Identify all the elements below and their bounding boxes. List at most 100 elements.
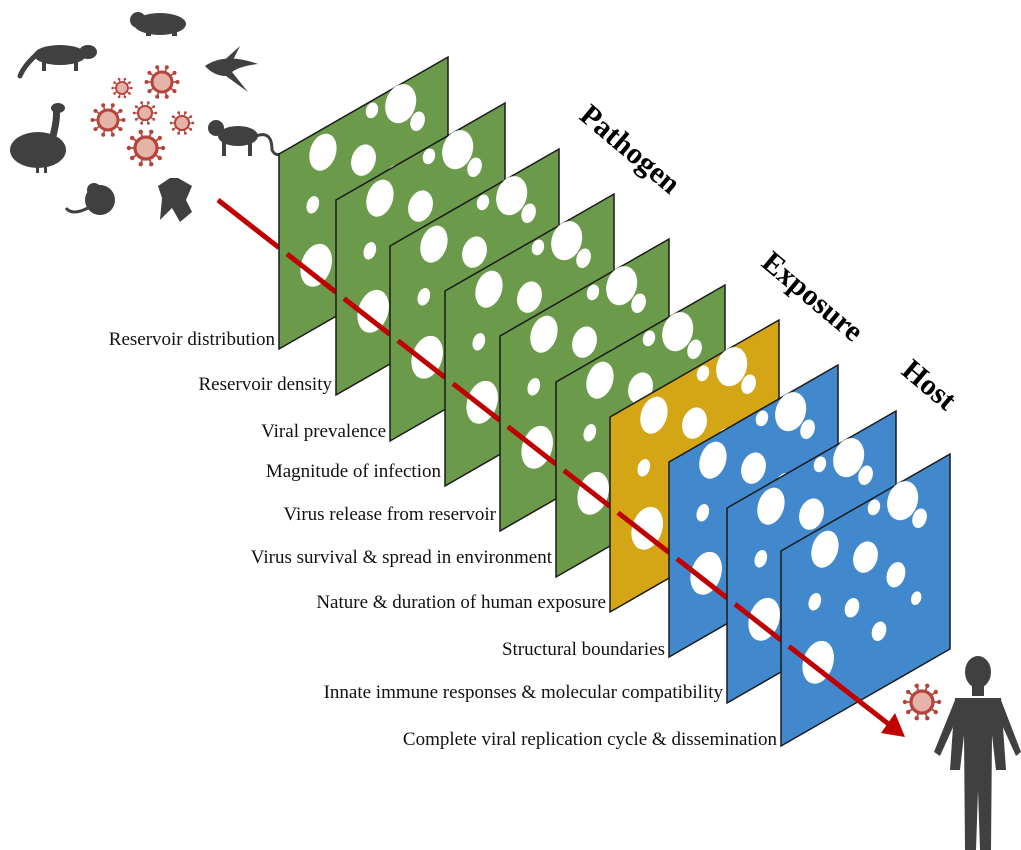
transmission-path-segment [396, 338, 447, 380]
layer-hole [871, 621, 887, 641]
layer-hole [496, 176, 528, 216]
layer-hole [833, 438, 865, 478]
virus-icon [169, 111, 195, 135]
layer-hole [910, 591, 922, 606]
transmission-path-segment [733, 602, 783, 643]
layer-10 [780, 452, 951, 748]
rat-icon [64, 183, 115, 215]
layer-hole [363, 242, 377, 260]
civet-icon [17, 45, 97, 79]
layer-hole [422, 148, 436, 165]
layer-hole [853, 541, 878, 573]
layer-hole [408, 190, 433, 222]
layer-hole [867, 499, 881, 516]
human-host [902, 656, 1021, 850]
transmission-path-segment [562, 468, 612, 509]
virus-icon [111, 77, 133, 99]
layer-hole [357, 289, 389, 333]
layer-hole [696, 504, 710, 522]
layer-label: Complete viral replication cycle & disse… [403, 729, 778, 750]
transmission-path-segment [216, 198, 281, 250]
group-label-pathogen: Pathogen [574, 98, 687, 201]
monkey-icon [208, 120, 285, 157]
layer-hole [365, 102, 379, 119]
layer-hole [687, 339, 702, 360]
layer-hole [551, 221, 583, 261]
virus-icon [132, 101, 158, 125]
layer-label: Virus survival & spread in environment [251, 547, 553, 568]
layer-label: Structural boundaries [502, 639, 665, 660]
layer-hole [642, 330, 656, 347]
layer-hole [420, 225, 448, 263]
layer-hole [637, 459, 651, 477]
bat-icon [158, 178, 192, 222]
layer-hole [844, 598, 860, 618]
layer-hole [699, 441, 727, 479]
layer-hole [606, 266, 638, 306]
transmission-path-segment [285, 251, 338, 295]
layer-hole [351, 144, 376, 176]
layer-hole [662, 312, 694, 352]
layer-hole [517, 281, 542, 313]
goose-icon [10, 103, 66, 173]
transmission-path-segment [616, 510, 671, 555]
layer-hole [716, 347, 748, 387]
layer-hole [521, 203, 536, 224]
layer-hole [741, 452, 766, 484]
layer-hole [462, 236, 487, 268]
transmission-path-segment [675, 556, 729, 600]
virus-icon [902, 683, 942, 721]
layer-hole [366, 179, 394, 217]
layer-label: Magnitude of infection [266, 461, 442, 482]
transmission-path-segment [451, 381, 502, 423]
human-icon [934, 656, 1021, 850]
virus-cluster [90, 65, 195, 167]
layer-hole [631, 293, 646, 314]
layer-hole [690, 551, 722, 595]
layer-hole [417, 288, 431, 306]
layer-hole [530, 315, 558, 353]
layer-hole [385, 84, 417, 124]
layer-hole [754, 550, 768, 568]
layer-hole [467, 157, 482, 178]
arrowhead-icon [881, 713, 905, 737]
layer-hole [442, 130, 474, 170]
layer-hole [912, 508, 927, 529]
layer-hole [811, 530, 839, 568]
layer-label: Viral prevalence [261, 421, 386, 442]
layer-hole [886, 562, 906, 588]
layer-hole [682, 407, 707, 439]
layer-label: Reservoir density [198, 374, 332, 395]
cheese-layers [216, 55, 951, 748]
layer-hole [527, 378, 541, 396]
layer-hole [472, 333, 486, 351]
layer-hole [800, 419, 815, 440]
virus-icon [144, 65, 180, 99]
layer-hole [858, 465, 873, 486]
layer-hole [306, 196, 320, 214]
layer-label: Virus release from reservoir [283, 504, 496, 525]
layer-hole [640, 396, 668, 434]
layer-hole [755, 410, 769, 427]
layer-hole [410, 111, 425, 132]
group-label-host: Host [896, 353, 963, 417]
layer-hole [476, 194, 490, 211]
layer-label: Nature & duration of human exposure [316, 592, 606, 613]
reservoir-animals [10, 12, 285, 222]
transmission-path-arrow [839, 685, 897, 731]
swallow-icon [205, 46, 258, 92]
layer-hole [583, 424, 597, 442]
virus-icon [90, 103, 126, 137]
layer-hole [586, 284, 600, 301]
layer-hole [757, 487, 785, 525]
layer-hole [813, 456, 827, 473]
layer-hole [741, 374, 756, 395]
layer-hole [531, 239, 545, 256]
layer-hole [586, 361, 614, 399]
layer-hole [576, 248, 591, 269]
transmission-path-segment [506, 424, 558, 467]
layer-hole [799, 498, 824, 530]
layer-hole [887, 481, 919, 521]
virus-icon [126, 129, 166, 167]
